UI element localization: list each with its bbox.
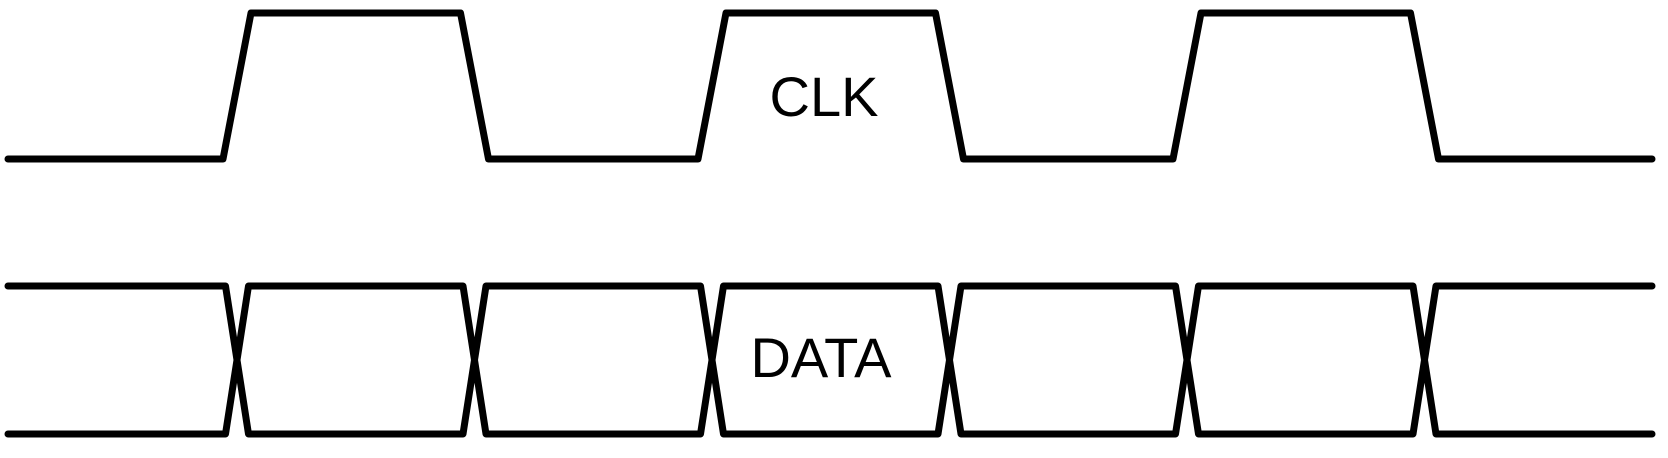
data-waveform-upper-rail (4, 282, 1656, 438)
data-waveform-lower-rail (4, 282, 1656, 438)
data-signal-label: DATA (750, 326, 892, 389)
clk-waveform (4, 9, 1656, 163)
clk-signal-label: CLK (770, 65, 879, 128)
